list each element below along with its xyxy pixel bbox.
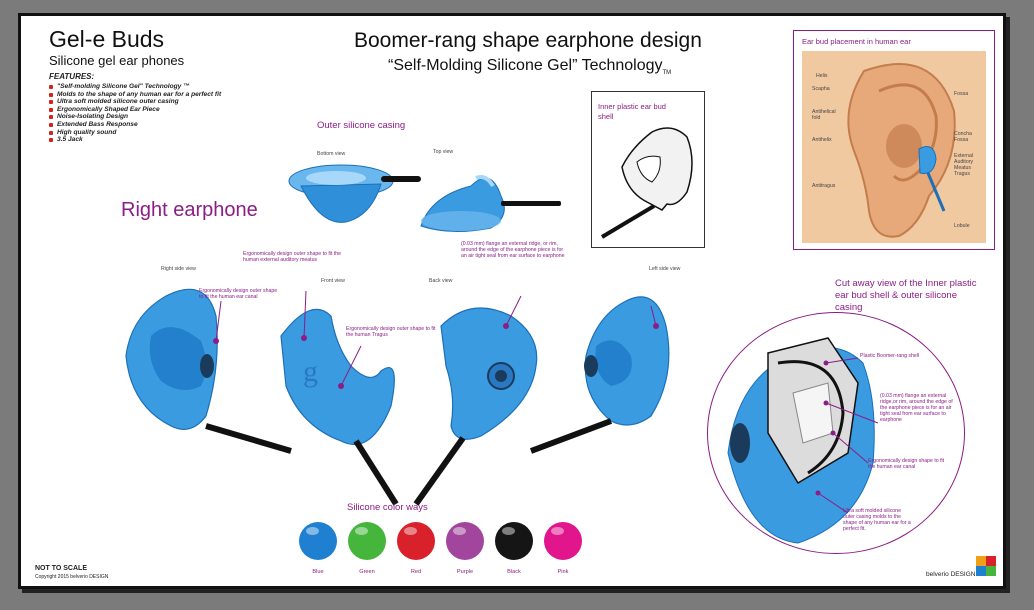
callout-dots	[213, 323, 659, 389]
copyright: Copyright 2015 belverio DESIGN	[35, 574, 109, 580]
right-side-earbud	[125, 288, 292, 454]
feature-item: Ultra soft molded silicone outer casing	[49, 98, 221, 106]
swatch-label-blue: Blue	[312, 569, 324, 575]
color-ways-heading: Silicone color ways	[347, 502, 428, 513]
back-earbud	[413, 307, 538, 506]
feature-item: Noise-Isolating Design	[49, 113, 221, 121]
swatch-black	[495, 522, 533, 560]
tm-mark: TM	[662, 70, 672, 77]
front-view-label: Front view	[321, 278, 345, 284]
page-tagline: “Self-Molding Silicone Gel” TechnologyTM	[388, 57, 671, 76]
not-to-scale: NOT TO SCALE	[35, 565, 87, 572]
front-earbud: g	[280, 308, 399, 506]
bottom-view-earbud	[288, 164, 421, 223]
annotation-flange-cut: (0.03 mm) flange an external ridge,or ri…	[880, 393, 953, 423]
swatch-label-black: Black	[507, 569, 521, 575]
inner-shell-heading: Inner plastic ear bud shell	[598, 102, 666, 121]
right-earphone-heading: Right earphone	[121, 199, 258, 221]
ear-label-tragus: Tragus	[954, 171, 970, 177]
feature-item: "Self-molding Silicone Gel" Technology ™	[49, 83, 221, 91]
tagline-text: “Self-Molding Silicone Gel” Technology	[388, 57, 663, 74]
top-view-earbud	[420, 175, 561, 233]
designer-logo	[976, 556, 996, 576]
swatch-label-purple: Purple	[456, 569, 474, 575]
annotation-auditory-meatus: Ergonomically design outer shape to fit …	[243, 251, 342, 263]
features-list: "Self-molding Silicone Gel" Technology ™…	[49, 83, 221, 144]
ear-label-lobule: Lobule	[954, 223, 970, 229]
svg-text:g: g	[303, 355, 318, 388]
ear-label-fossa: Fossa	[954, 91, 969, 97]
cutaway-heading: Cut away view of the Inner plastic ear b…	[835, 278, 977, 313]
left-side-earbud	[529, 296, 670, 454]
callout-lines	[215, 290, 657, 387]
product-subtitle: Silicone gel ear phones	[49, 53, 185, 68]
swatch-label-green: Green	[359, 569, 375, 575]
right-side-view-label: Right side view	[161, 266, 196, 272]
ear-label-antitragus: Antitragus	[812, 183, 836, 189]
swatch-red	[397, 522, 435, 560]
left-side-view-label: Left side view	[649, 266, 681, 272]
swatch-label-red: Red	[410, 569, 422, 575]
annotation-ultra-soft: Ultra soft molded silicone outer casing …	[843, 508, 911, 532]
ear-label-concha: Concha Fossa	[954, 131, 972, 143]
annotation-flange: (0.03 mm) flange an external ridge, or r…	[461, 241, 565, 259]
page-title: Boomer-rang shape earphone design	[354, 29, 702, 52]
feature-item: 3.5 Jack	[49, 136, 221, 144]
earphone-views: g	[125, 288, 670, 506]
feature-item: Ergonomically Shaped Ear Piece	[49, 106, 221, 114]
swatch-green	[348, 522, 386, 560]
ear-label-scapha: Scapha	[812, 86, 830, 92]
swatch-blue	[299, 522, 337, 560]
top-view-label: Top view	[433, 149, 454, 155]
feature-item: High quality sound	[49, 129, 221, 137]
annotation-ear-canal-cut: Ergonomically design shape to fit the hu…	[868, 458, 945, 470]
cutaway-circle: Plastic Boomer-rang shell (0.03 mm) flan…	[707, 312, 965, 554]
designer-name: belverio DESIGN	[926, 571, 976, 578]
product-name: Gel-e Buds	[49, 26, 165, 52]
feature-item: Extended Bass Response	[49, 121, 221, 129]
feature-item: Molds to the shape of any human ear for …	[49, 91, 221, 99]
annotation-ear-canal: Ergonomically design outer shape to fit …	[199, 288, 278, 300]
bottom-view-label: Bottom view	[317, 151, 346, 157]
outer-casing-heading: Outer silicone casing	[317, 120, 406, 131]
ear-placement-heading: Ear bud placement in human ear	[802, 37, 911, 46]
ear-placement-panel: Ear bud placement in human ear Helix Sca…	[793, 30, 995, 250]
design-board: Gel-e Buds Silicone gel ear phones FEATU…	[18, 13, 1006, 589]
swatch-pink	[544, 522, 582, 560]
inner-shell-panel: Inner plastic ear bud shell	[591, 91, 705, 248]
annotation-tragus: Ergonomically design outer shape to fit …	[346, 326, 436, 338]
ear-label-antihelical: Antihelical fold	[812, 109, 836, 121]
ear-label-meatus: External Auditory Meatus	[954, 153, 974, 171]
cutaway-illustration	[727, 337, 879, 544]
ear-label-helix: Helix	[816, 73, 828, 79]
features-heading: FEATURES:	[49, 72, 95, 81]
back-view-label: Back view	[429, 278, 453, 284]
ear-label-antihelix: Antihelix	[812, 137, 832, 143]
outer-casing-illustrations	[288, 164, 561, 233]
inner-shell-illustration	[600, 127, 693, 239]
swatch-label-pink: Pink	[557, 569, 569, 575]
annotation-plastic-shell: Plastic Boomer-rang shell	[860, 353, 920, 359]
swatch-purple	[446, 522, 484, 560]
ear-illustration	[802, 51, 986, 243]
